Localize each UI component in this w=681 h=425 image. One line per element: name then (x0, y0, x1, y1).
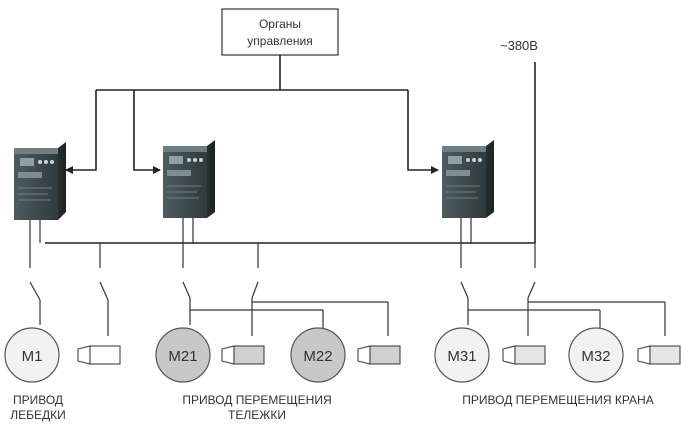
motor-m31: M31 (434, 327, 490, 383)
contactor-switches (29, 281, 536, 336)
caption-trolley-line1: ПРИВОД ПЕРЕМЕЩЕНИЯ (182, 393, 331, 407)
brake-1 (77, 345, 121, 365)
motor-m32: M32 (568, 327, 624, 383)
motor-m31-label: M31 (447, 348, 476, 365)
supply-voltage-label: ~380В (500, 38, 538, 53)
control-wiring (65, 55, 439, 174)
caption-crane: ПРИВОД ПЕРЕМЕЩЕНИЯ КРАНА (462, 393, 653, 407)
frequency-inverter-2 (163, 140, 215, 218)
motor-m32-label: M32 (581, 348, 610, 365)
brake-22 (357, 345, 401, 365)
brake-32 (637, 345, 681, 365)
control-unit-label-line2: управления (247, 34, 312, 48)
inverter-display-icon (448, 156, 462, 164)
motor-m1: M1 (4, 327, 60, 383)
brake-31 (502, 345, 546, 365)
inverter-display-icon (20, 158, 34, 166)
control-unit-label-line1: Органы (259, 17, 301, 31)
branch-wiring (190, 301, 666, 336)
power-bus (45, 62, 536, 244)
inverter-output-wiring (29, 218, 536, 268)
control-unit: Органы управления (221, 8, 339, 56)
caption-trolley-line2: ТЕЛЕЖКИ (228, 408, 286, 422)
frequency-inverter-1 (14, 142, 66, 220)
motor-m1-label: M1 (22, 348, 43, 365)
motor-m22-label: M22 (303, 348, 332, 365)
motor-m21-label: M21 (168, 348, 197, 365)
motor-m21: M21 (155, 327, 211, 383)
caption-winch-line2: ЛЕБЕДКИ (10, 408, 66, 422)
frequency-inverter-3 (442, 140, 494, 218)
brake-21 (221, 345, 265, 365)
motor-m22: M22 (290, 327, 346, 383)
caption-winch-line1: ПРИВОД (13, 393, 63, 407)
inverter-display-icon (169, 156, 183, 164)
